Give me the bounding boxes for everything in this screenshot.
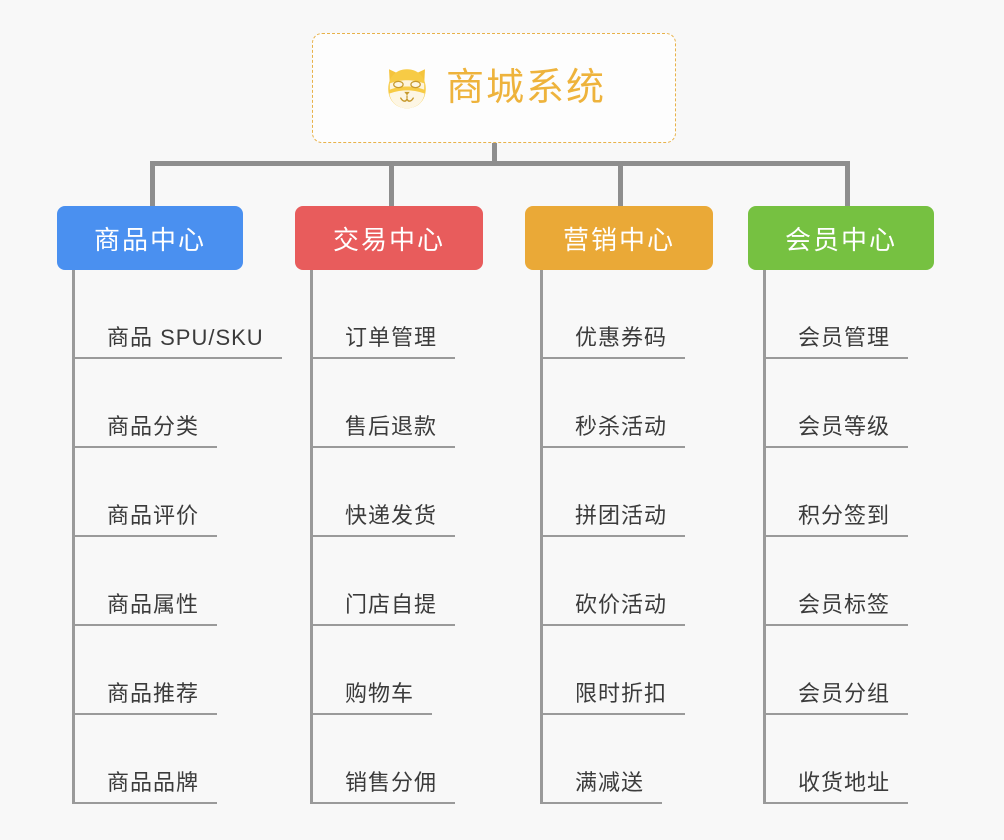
list-item[interactable]: 商品属性 bbox=[75, 537, 287, 626]
list-item-label: 售后退款 bbox=[313, 414, 456, 448]
list-item[interactable]: 积分签到 bbox=[766, 448, 978, 537]
list-item-label: 购物车 bbox=[313, 681, 433, 715]
category-column-商品中心: 商品中心 商品 SPU/SKU 商品分类 商品评价 商品属性 商品推荐 商品品牌 bbox=[57, 206, 287, 804]
list-item[interactable]: 商品推荐 bbox=[75, 626, 287, 715]
list-item-label: 拼团活动 bbox=[543, 503, 686, 537]
category-label: 会员中心 bbox=[784, 224, 897, 255]
list-item[interactable]: 快递发货 bbox=[313, 448, 525, 537]
list-item-label: 会员标签 bbox=[766, 592, 909, 626]
list-item-label: 快递发货 bbox=[313, 503, 456, 537]
list-item[interactable]: 会员标签 bbox=[766, 537, 978, 626]
category-column-会员中心: 会员中心 会员管理 会员等级 积分签到 会员标签 会员分组 收货地址 bbox=[748, 206, 978, 804]
list-item-label: 订单管理 bbox=[313, 325, 456, 359]
category-header-3[interactable]: 营销中心 bbox=[525, 206, 713, 270]
category-header-2[interactable]: 交易中心 bbox=[295, 206, 483, 270]
list-item-label: 砍价活动 bbox=[543, 592, 686, 626]
list-item[interactable]: 会员管理 bbox=[766, 270, 978, 359]
list-item[interactable]: 秒杀活动 bbox=[543, 359, 755, 448]
root-title: 商城系统 bbox=[445, 67, 606, 109]
category-label: 交易中心 bbox=[332, 224, 445, 255]
list-item[interactable]: 限时折扣 bbox=[543, 626, 755, 715]
list-item[interactable]: 商品分类 bbox=[75, 359, 287, 448]
list-item-label: 商品品牌 bbox=[75, 770, 218, 804]
category-header-4[interactable]: 会员中心 bbox=[748, 206, 934, 270]
list-item-label: 门店自提 bbox=[313, 592, 456, 626]
list-item[interactable]: 砍价活动 bbox=[543, 537, 755, 626]
list-item[interactable]: 销售分佣 bbox=[313, 715, 525, 804]
list-item-label: 限时折扣 bbox=[543, 681, 686, 715]
list-item-label: 会员管理 bbox=[766, 325, 909, 359]
list-item-label: 满减送 bbox=[543, 770, 663, 804]
connector-root-stem bbox=[492, 143, 497, 164]
list-item[interactable]: 会员等级 bbox=[766, 359, 978, 448]
category-item-list-3: 优惠券码 秒杀活动 拼团活动 砍价活动 限时折扣 满减送 bbox=[540, 270, 755, 804]
connector-drop-4 bbox=[845, 161, 850, 207]
list-item[interactable]: 拼团活动 bbox=[543, 448, 755, 537]
list-item-label: 商品 SPU/SKU bbox=[75, 325, 282, 359]
list-item[interactable]: 售后退款 bbox=[313, 359, 525, 448]
list-item[interactable]: 购物车 bbox=[313, 626, 525, 715]
category-item-list-2: 订单管理 售后退款 快递发货 门店自提 购物车 销售分佣 bbox=[310, 270, 525, 804]
shiba-inu-mascot-icon bbox=[388, 69, 426, 109]
list-item-label: 商品分类 bbox=[75, 414, 218, 448]
connector-horizontal-bus bbox=[150, 161, 850, 166]
category-label: 商品中心 bbox=[93, 224, 206, 255]
connector-drop-2 bbox=[389, 161, 394, 207]
category-item-list-1: 商品 SPU/SKU 商品分类 商品评价 商品属性 商品推荐 商品品牌 bbox=[72, 270, 287, 804]
list-item[interactable]: 优惠券码 bbox=[543, 270, 755, 359]
connector-drop-3 bbox=[618, 161, 623, 207]
list-item-label: 收货地址 bbox=[766, 770, 909, 804]
category-column-交易中心: 交易中心 订单管理 售后退款 快递发货 门店自提 购物车 销售分佣 bbox=[295, 206, 525, 804]
list-item-label: 积分签到 bbox=[766, 503, 909, 537]
list-item-label: 商品推荐 bbox=[75, 681, 218, 715]
connector-drop-1 bbox=[150, 161, 155, 207]
list-item[interactable]: 门店自提 bbox=[313, 537, 525, 626]
list-item-label: 销售分佣 bbox=[313, 770, 456, 804]
list-item-label: 会员等级 bbox=[766, 414, 909, 448]
list-item[interactable]: 满减送 bbox=[543, 715, 755, 804]
list-item[interactable]: 商品品牌 bbox=[75, 715, 287, 804]
list-item[interactable]: 收货地址 bbox=[766, 715, 978, 804]
category-item-list-4: 会员管理 会员等级 积分签到 会员标签 会员分组 收货地址 bbox=[763, 270, 978, 804]
category-column-营销中心: 营销中心 优惠券码 秒杀活动 拼团活动 砍价活动 限时折扣 满减送 bbox=[525, 206, 755, 804]
root-node[interactable]: 商城系统 bbox=[312, 33, 676, 143]
category-header-1[interactable]: 商品中心 bbox=[57, 206, 243, 270]
list-item-label: 商品属性 bbox=[75, 592, 218, 626]
category-label: 营销中心 bbox=[562, 224, 675, 255]
list-item-label: 秒杀活动 bbox=[543, 414, 686, 448]
list-item[interactable]: 会员分组 bbox=[766, 626, 978, 715]
list-item[interactable]: 商品 SPU/SKU bbox=[75, 270, 287, 359]
list-item-label: 优惠券码 bbox=[543, 325, 686, 359]
list-item-label: 会员分组 bbox=[766, 681, 909, 715]
list-item[interactable]: 商品评价 bbox=[75, 448, 287, 537]
list-item[interactable]: 订单管理 bbox=[313, 270, 525, 359]
list-item-label: 商品评价 bbox=[75, 503, 218, 537]
